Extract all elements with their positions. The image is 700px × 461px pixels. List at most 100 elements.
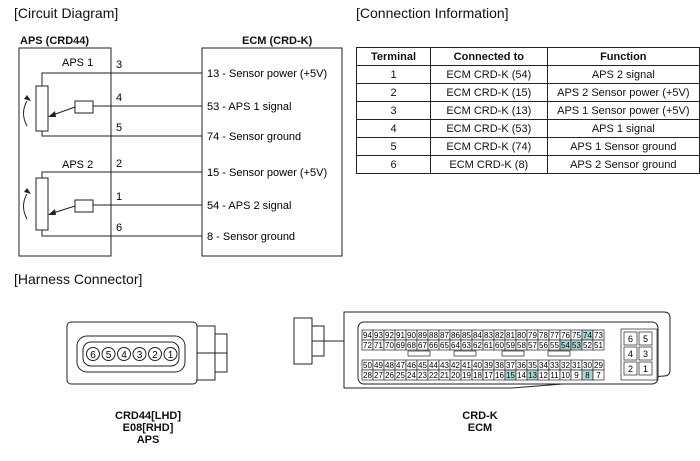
aps-pin-number: 2	[152, 350, 158, 361]
wire-4: 2 15 - Sensor power (+5V)	[111, 158, 327, 179]
terminal-cell: 6	[355, 155, 432, 174]
ecm-pin-cell	[592, 369, 605, 381]
sensor1-power-lead	[41, 72, 111, 86]
ecm-pin-number: 93	[374, 331, 383, 340]
ecm-pin-number: 94	[363, 331, 372, 340]
ecm-signal-label: 74 - Sensor ground	[207, 131, 301, 143]
ecm-pin-number: 47	[396, 361, 405, 370]
ecm-pin-number: 11	[550, 371, 559, 380]
ecm-pin-number: 9	[574, 371, 579, 380]
circuit-diagram: APS 1 APS 2 3 13 - Sensor power (+5V) 4 …	[18, 47, 343, 257]
ecm-pin-number: 20	[451, 371, 460, 380]
ecm-side-pin-number: 4	[628, 349, 633, 359]
ecm-pin-number: 27	[374, 371, 383, 380]
sensor1-travel-arrowhead	[24, 95, 31, 101]
aps-pin-number: 1	[168, 350, 174, 361]
ecm-side-pin-cell	[623, 346, 638, 361]
ecm-pin-number: 78	[539, 331, 548, 340]
ecm-signal-label: 13 - Sensor power (+5V)	[207, 68, 327, 80]
connected-cell: ECM CRD-K (74)	[430, 137, 548, 156]
ecm-pin-number: 58	[517, 341, 526, 350]
ecm-pin-number: 55	[550, 341, 559, 350]
ecm-pin-number: 62	[473, 341, 482, 350]
ecm-pin-number: 72	[363, 341, 372, 350]
ecm-pin-number: 71	[374, 341, 383, 350]
aps-pin-label: 3	[116, 59, 122, 71]
ecm-pin-number: 42	[451, 361, 460, 370]
ecm-pin-number: 45	[418, 361, 427, 370]
aps-pin-circle	[132, 347, 147, 361]
caption-line: ECM	[467, 422, 493, 434]
aps-pin-number: 4	[121, 350, 127, 361]
function-cell: APS 1 signal	[546, 119, 700, 138]
function-cell: APS 1 Sensor ground	[546, 137, 700, 156]
ecm-pin-number: 74	[583, 331, 592, 340]
ecm-side-pin-cell	[638, 361, 653, 376]
ecm-pin-number: 77	[550, 331, 559, 340]
sensor1-signal-block	[74, 100, 94, 114]
ecm-pin-number: 89	[418, 331, 427, 340]
ecm-side-pin-cell	[623, 361, 638, 376]
terminal-cell: 1	[355, 65, 432, 84]
sensor2-resistor	[35, 177, 49, 231]
ecm-pin-number: 37	[506, 361, 515, 370]
connected-cell: ECM CRD-K (53)	[430, 119, 548, 138]
aps-pin-circle	[117, 347, 131, 361]
table-row: 5 ECM CRD-K (74) APS 1 Sensor ground	[355, 137, 700, 156]
ecm-side-pin-number: 1	[643, 364, 648, 374]
table-header-row: Terminal Connected to Function	[355, 47, 700, 66]
ecm-pin-number: 84	[473, 331, 482, 340]
ecm-pin-number: 13	[528, 371, 537, 380]
ecm-pin-number: 33	[550, 361, 559, 370]
col-function-header: Function	[546, 47, 700, 66]
ecm-pin-number: 32	[561, 361, 570, 370]
ecm-pin-number: 14	[517, 371, 526, 380]
aps-connector-caption: CRD44[LHD] E08[RHD] APS	[98, 410, 198, 446]
connected-cell: ECM CRD-K (54)	[430, 65, 548, 84]
ecm-pin-number: 81	[506, 331, 515, 340]
ecm-pin-cell	[592, 339, 605, 351]
ecm-pin-number: 41	[462, 361, 471, 370]
ecm-pin-number: 19	[462, 371, 471, 380]
terminal-cell: 4	[355, 119, 432, 138]
ecm-pin-number: 61	[484, 341, 493, 350]
ecm-pin-number: 75	[572, 331, 581, 340]
ecm-pin-number: 46	[407, 361, 416, 370]
ecm-side-pin-number: 5	[643, 334, 648, 344]
ecm-pin-number: 92	[385, 331, 394, 340]
connection-table: Terminal Connected to Function 1 ECM CRD…	[355, 47, 700, 174]
sensor2-power-lead	[41, 171, 111, 178]
ecm-pin-number: 73	[594, 331, 603, 340]
ecm-pin-number: 63	[462, 341, 471, 350]
ecm-pin-number: 34	[539, 361, 548, 370]
ecm-pin-number: 25	[396, 371, 405, 380]
ecm-key-bump	[501, 350, 525, 357]
aps-pin-label: 6	[116, 222, 122, 234]
ecm-pin-number: 82	[495, 331, 504, 340]
function-cell: APS 2 Sensor power (+5V)	[546, 83, 700, 102]
ecm-pin-number: 50	[363, 361, 372, 370]
caption-line: APS	[136, 434, 160, 446]
ecm-pin-number: 16	[495, 371, 504, 380]
ecm-pin-number: 88	[429, 331, 438, 340]
ecm-pin-number: 23	[418, 371, 427, 380]
connected-cell: ECM CRD-K (15)	[430, 83, 548, 102]
ecm-pin-number: 68	[407, 341, 416, 350]
ecm-pin-number: 7	[596, 371, 601, 380]
sensor2-travel-arrow	[23, 193, 28, 220]
connected-cell: ECM CRD-K (13)	[430, 101, 548, 120]
ecm-pin-number: 85	[462, 331, 471, 340]
ecm-pin-number: 30	[583, 361, 592, 370]
caption-line: E08[RHD]	[122, 422, 174, 434]
aps-pin-circle	[148, 347, 162, 361]
ecm-pin-number: 28	[363, 371, 372, 380]
ecm-pin-number: 49	[374, 361, 383, 370]
ecm-side-pin-cell	[623, 331, 638, 346]
sensor2-ground-lead	[41, 230, 111, 237]
ecm-pin-number: 48	[385, 361, 394, 370]
ecm-pin-number: 53	[572, 341, 581, 350]
table-row: 1 ECM CRD-K (54) APS 2 signal	[355, 65, 700, 84]
sensor2-signal-block	[74, 199, 94, 213]
ecm-key-bump	[407, 350, 431, 357]
